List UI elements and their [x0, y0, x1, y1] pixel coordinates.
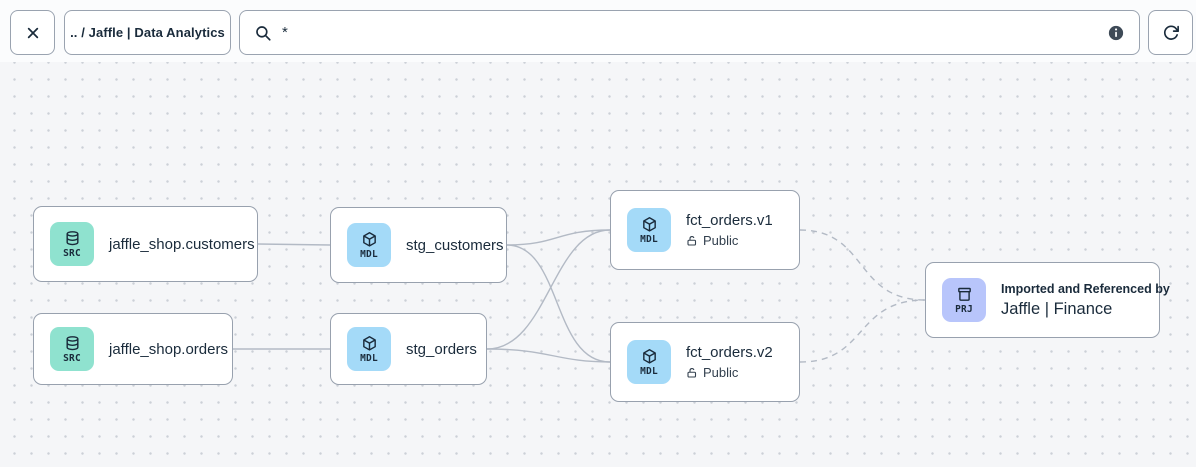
node-label: Jaffle | Finance: [1001, 299, 1113, 318]
badge-label: SRC: [63, 352, 81, 364]
source-badge: SRC: [50, 222, 94, 266]
refresh-icon: [1162, 24, 1180, 42]
node-fct-orders-v1[interactable]: MDL fct_orders.v1 Public: [610, 190, 800, 270]
edge-fctv1-project: [799, 229, 926, 301]
archive-box-icon: [956, 286, 973, 303]
lock-open-icon: [686, 367, 698, 379]
breadcrumb-label: .. / Jaffle | Data Analytics: [70, 25, 225, 40]
close-icon: [25, 25, 41, 41]
access-label: Public: [703, 233, 739, 248]
edge-customers-stg: [257, 243, 331, 246]
badge-label: MDL: [360, 352, 378, 364]
refresh-button[interactable]: [1148, 10, 1193, 55]
search-bar: [239, 10, 1140, 55]
badge-label: MDL: [360, 248, 378, 260]
lineage-toolbar: .. / Jaffle | Data Analytics: [0, 0, 1196, 62]
lock-open-icon: [686, 235, 698, 247]
node-label: jaffle_shop.customers: [109, 235, 255, 253]
access-label: Public: [703, 365, 739, 380]
model-badge: MDL: [347, 223, 391, 267]
badge-label: PRJ: [955, 303, 973, 315]
node-label: jaffle_shop.orders: [109, 340, 228, 358]
source-badge: SRC: [50, 327, 94, 371]
node-stg-customers[interactable]: MDL stg_customers: [330, 207, 507, 283]
cube-icon: [641, 216, 658, 233]
node-jaffle-shop-customers[interactable]: SRC jaffle_shop.customers: [33, 206, 258, 282]
database-icon: [64, 230, 81, 247]
node-stg-orders[interactable]: MDL stg_orders: [330, 313, 487, 385]
edge-stgorders-fctv2: [486, 348, 611, 363]
node-label: fct_orders.v2: [686, 344, 773, 361]
search-input[interactable]: [282, 24, 1097, 41]
edge-stgcustomers-fctv2: [506, 244, 611, 363]
breadcrumb[interactable]: .. / Jaffle | Data Analytics: [64, 10, 231, 55]
node-jaffle-shop-orders[interactable]: SRC jaffle_shop.orders: [33, 313, 233, 385]
edge-fctv2-project: [799, 299, 926, 363]
info-circle-icon[interactable]: [1107, 24, 1125, 42]
cube-icon: [361, 335, 378, 352]
cube-icon: [361, 231, 378, 248]
badge-label: MDL: [640, 365, 658, 377]
database-icon: [64, 335, 81, 352]
magnifier-icon: [254, 24, 272, 42]
node-label: stg_customers: [406, 236, 504, 254]
model-badge: MDL: [627, 340, 671, 384]
node-project-jaffle-finance[interactable]: PRJ Imported and Referenced by Jaffle | …: [925, 262, 1170, 338]
edge-stgcustomers-fctv1: [506, 229, 611, 246]
project-subtitle: Imported and Referenced by: [1001, 281, 1170, 296]
badge-label: MDL: [640, 233, 658, 245]
cube-icon: [641, 348, 658, 365]
model-badge: MDL: [347, 327, 391, 371]
model-badge: MDL: [627, 208, 671, 252]
node-fct-orders-v2[interactable]: MDL fct_orders.v2 Public: [610, 322, 800, 402]
close-button[interactable]: [10, 10, 55, 55]
project-badge: PRJ: [942, 278, 986, 322]
badge-label: SRC: [63, 247, 81, 259]
node-label: stg_orders: [406, 340, 477, 358]
node-label: fct_orders.v1: [686, 212, 773, 229]
